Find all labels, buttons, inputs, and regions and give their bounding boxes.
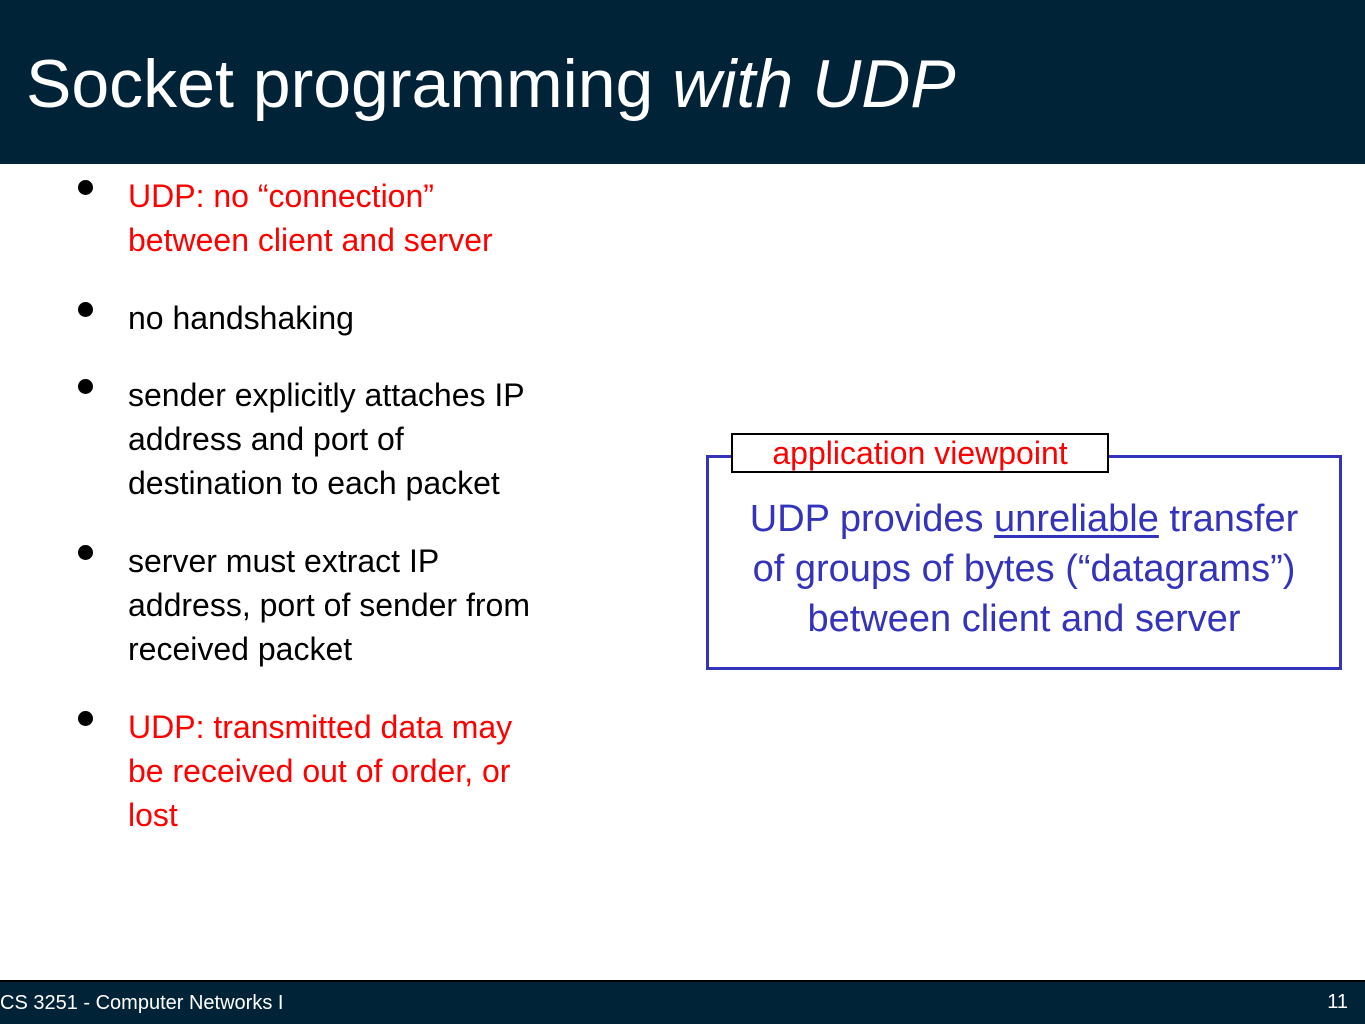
bullet-line: be received out of order, or (128, 753, 511, 789)
application-viewpoint-box: UDP provides unreliable transfer of grou… (706, 455, 1342, 670)
slide-title: Socket programming with UDP (26, 44, 956, 124)
bullet-dot-icon (78, 379, 93, 394)
bullet-line: address and port of (128, 421, 404, 457)
viewpoint-line: of groups of bytes (“datagrams”) (752, 548, 1296, 590)
title-emphasis: with UDP (672, 46, 956, 122)
bullet-dot-icon (78, 302, 93, 317)
bullet-line: UDP: no “connection” (128, 178, 434, 214)
viewpoint-line: UDP provides unreliable transfer (709, 494, 1339, 544)
bullet-line: received packet (128, 631, 353, 667)
page-number: 11 (1327, 991, 1348, 1013)
viewpoint-line: between client and server (807, 598, 1241, 640)
title-bar: Socket programming with UDP (0, 0, 1365, 164)
bullet-dot-icon (78, 711, 93, 726)
footer-course: CS 3251 - Computer Networks I (0, 992, 284, 1014)
viewpoint-line1-after: transfer (1158, 498, 1299, 540)
title-main: Socket programming (26, 46, 673, 122)
viewpoint-line1-before: UDP provides (749, 498, 995, 540)
bullet-dot-icon (78, 545, 93, 560)
viewpoint-underlined-word: unreliable (994, 498, 1159, 540)
bullet-line: destination to each packet (128, 465, 500, 501)
bullet-line: no handshaking (128, 300, 354, 336)
bullet-line: between client and server (128, 222, 493, 258)
bullet-line: address, port of sender from (128, 587, 530, 623)
footer-bar (0, 980, 1365, 1024)
bullet-line: server must extract IP (128, 543, 440, 579)
viewpoint-description: UDP provides unreliable transfer of grou… (709, 494, 1339, 644)
bullet-line: lost (128, 797, 178, 833)
bullet-text: UDP: no “connection” between client and … (128, 174, 608, 262)
bullet-line: sender explicitly attaches IP (128, 377, 525, 413)
bullet-list: UDP: no “connection” between client and … (0, 0, 640, 900)
bullet-text: UDP: transmitted data may be received ou… (128, 705, 608, 837)
bullet-line: UDP: transmitted data may (128, 709, 513, 745)
bullet-dot-icon (78, 180, 93, 195)
bullet-text: server must extract IP address, port of … (128, 539, 608, 671)
bullet-text: sender explicitly attaches IP address an… (128, 373, 608, 505)
bullet-text: no handshaking (128, 296, 608, 340)
application-viewpoint-label: application viewpoint (731, 433, 1109, 473)
